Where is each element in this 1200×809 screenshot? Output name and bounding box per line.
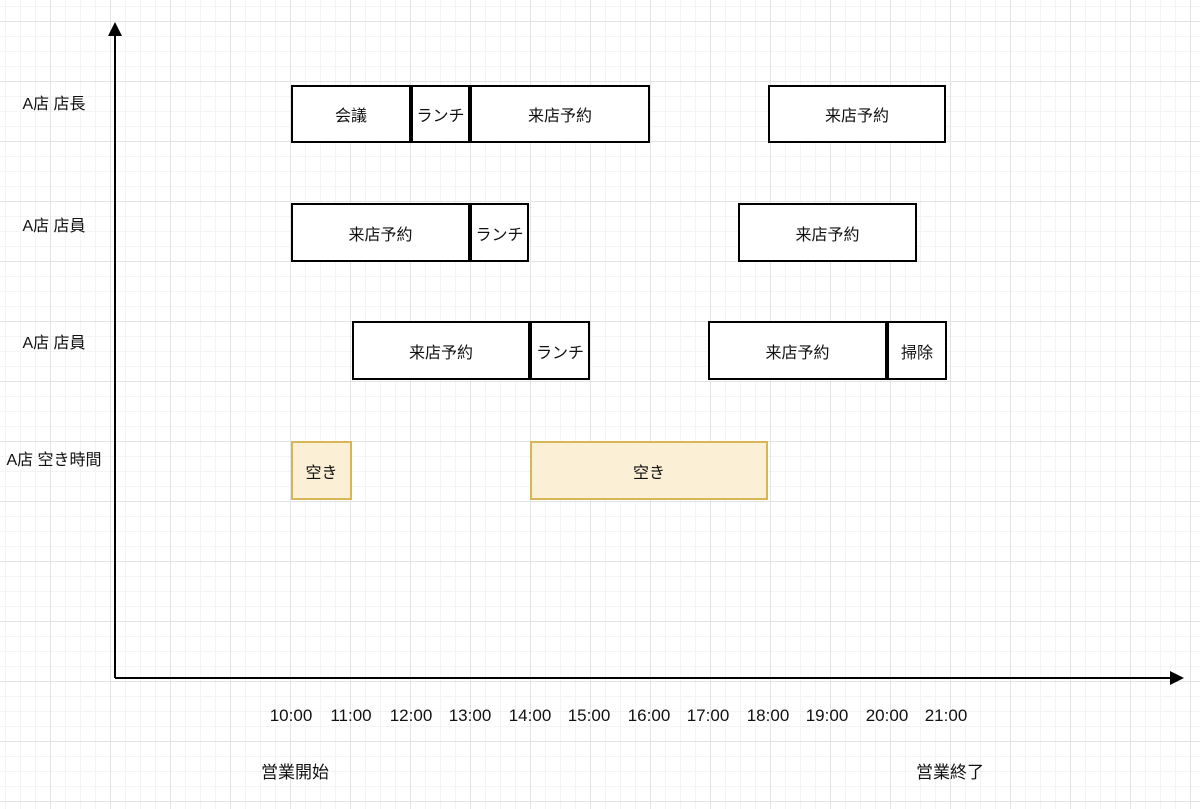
x-axis-tick-label: 12:00 <box>389 706 433 725</box>
x-axis-tick-label: 11:00 <box>330 706 372 725</box>
x-axis-line <box>115 677 1173 679</box>
row-label-staff-1: A店 店員 <box>22 218 86 235</box>
schedule-block-reservation[interactable]: 来店予約 <box>352 321 530 380</box>
business-end-label: 営業終了 <box>916 763 984 782</box>
right-arrow-icon <box>1170 671 1184 685</box>
x-axis-tick-label: 19:00 <box>805 706 849 725</box>
schedule-block-lunch[interactable]: ランチ <box>530 321 590 380</box>
schedule-block-free[interactable]: 空き <box>291 441 352 500</box>
schedule-block-free[interactable]: 空き <box>530 441 768 500</box>
schedule-block-reservation[interactable]: 来店予約 <box>470 85 650 143</box>
row-label-manager: A店 店長 <box>22 96 86 113</box>
x-axis-tick-label: 18:00 <box>746 706 790 725</box>
up-arrow-icon <box>108 22 122 36</box>
row-label-free-time: A店 空き時間 <box>6 452 102 469</box>
business-start-label: 営業開始 <box>261 763 329 782</box>
schedule-block-reservation[interactable]: 来店予約 <box>291 203 470 262</box>
x-axis-tick-label: 13:00 <box>448 706 492 725</box>
x-axis-tick-label: 20:00 <box>865 706 909 725</box>
x-axis-tick-label: 16:00 <box>627 706 671 725</box>
y-axis-line <box>114 30 116 678</box>
row-label-staff-2: A店 店員 <box>22 335 86 352</box>
x-axis-tick-label: 21:00 <box>924 706 968 725</box>
schedule-block-lunch[interactable]: ランチ <box>470 203 529 262</box>
schedule-block-reservation[interactable]: 来店予約 <box>768 85 946 143</box>
schedule-block-meeting[interactable]: 会議 <box>291 85 411 143</box>
x-axis-tick-label: 14:00 <box>508 706 552 725</box>
schedule-block-reservation[interactable]: 来店予約 <box>738 203 917 262</box>
schedule-block-reservation[interactable]: 来店予約 <box>708 321 887 380</box>
x-axis-tick-label: 10:00 <box>269 706 313 725</box>
schedule-block-cleaning[interactable]: 掃除 <box>887 321 947 380</box>
schedule-block-lunch[interactable]: ランチ <box>411 85 470 143</box>
x-axis-tick-label: 15:00 <box>567 706 611 725</box>
x-axis-tick-label: 17:00 <box>686 706 730 725</box>
